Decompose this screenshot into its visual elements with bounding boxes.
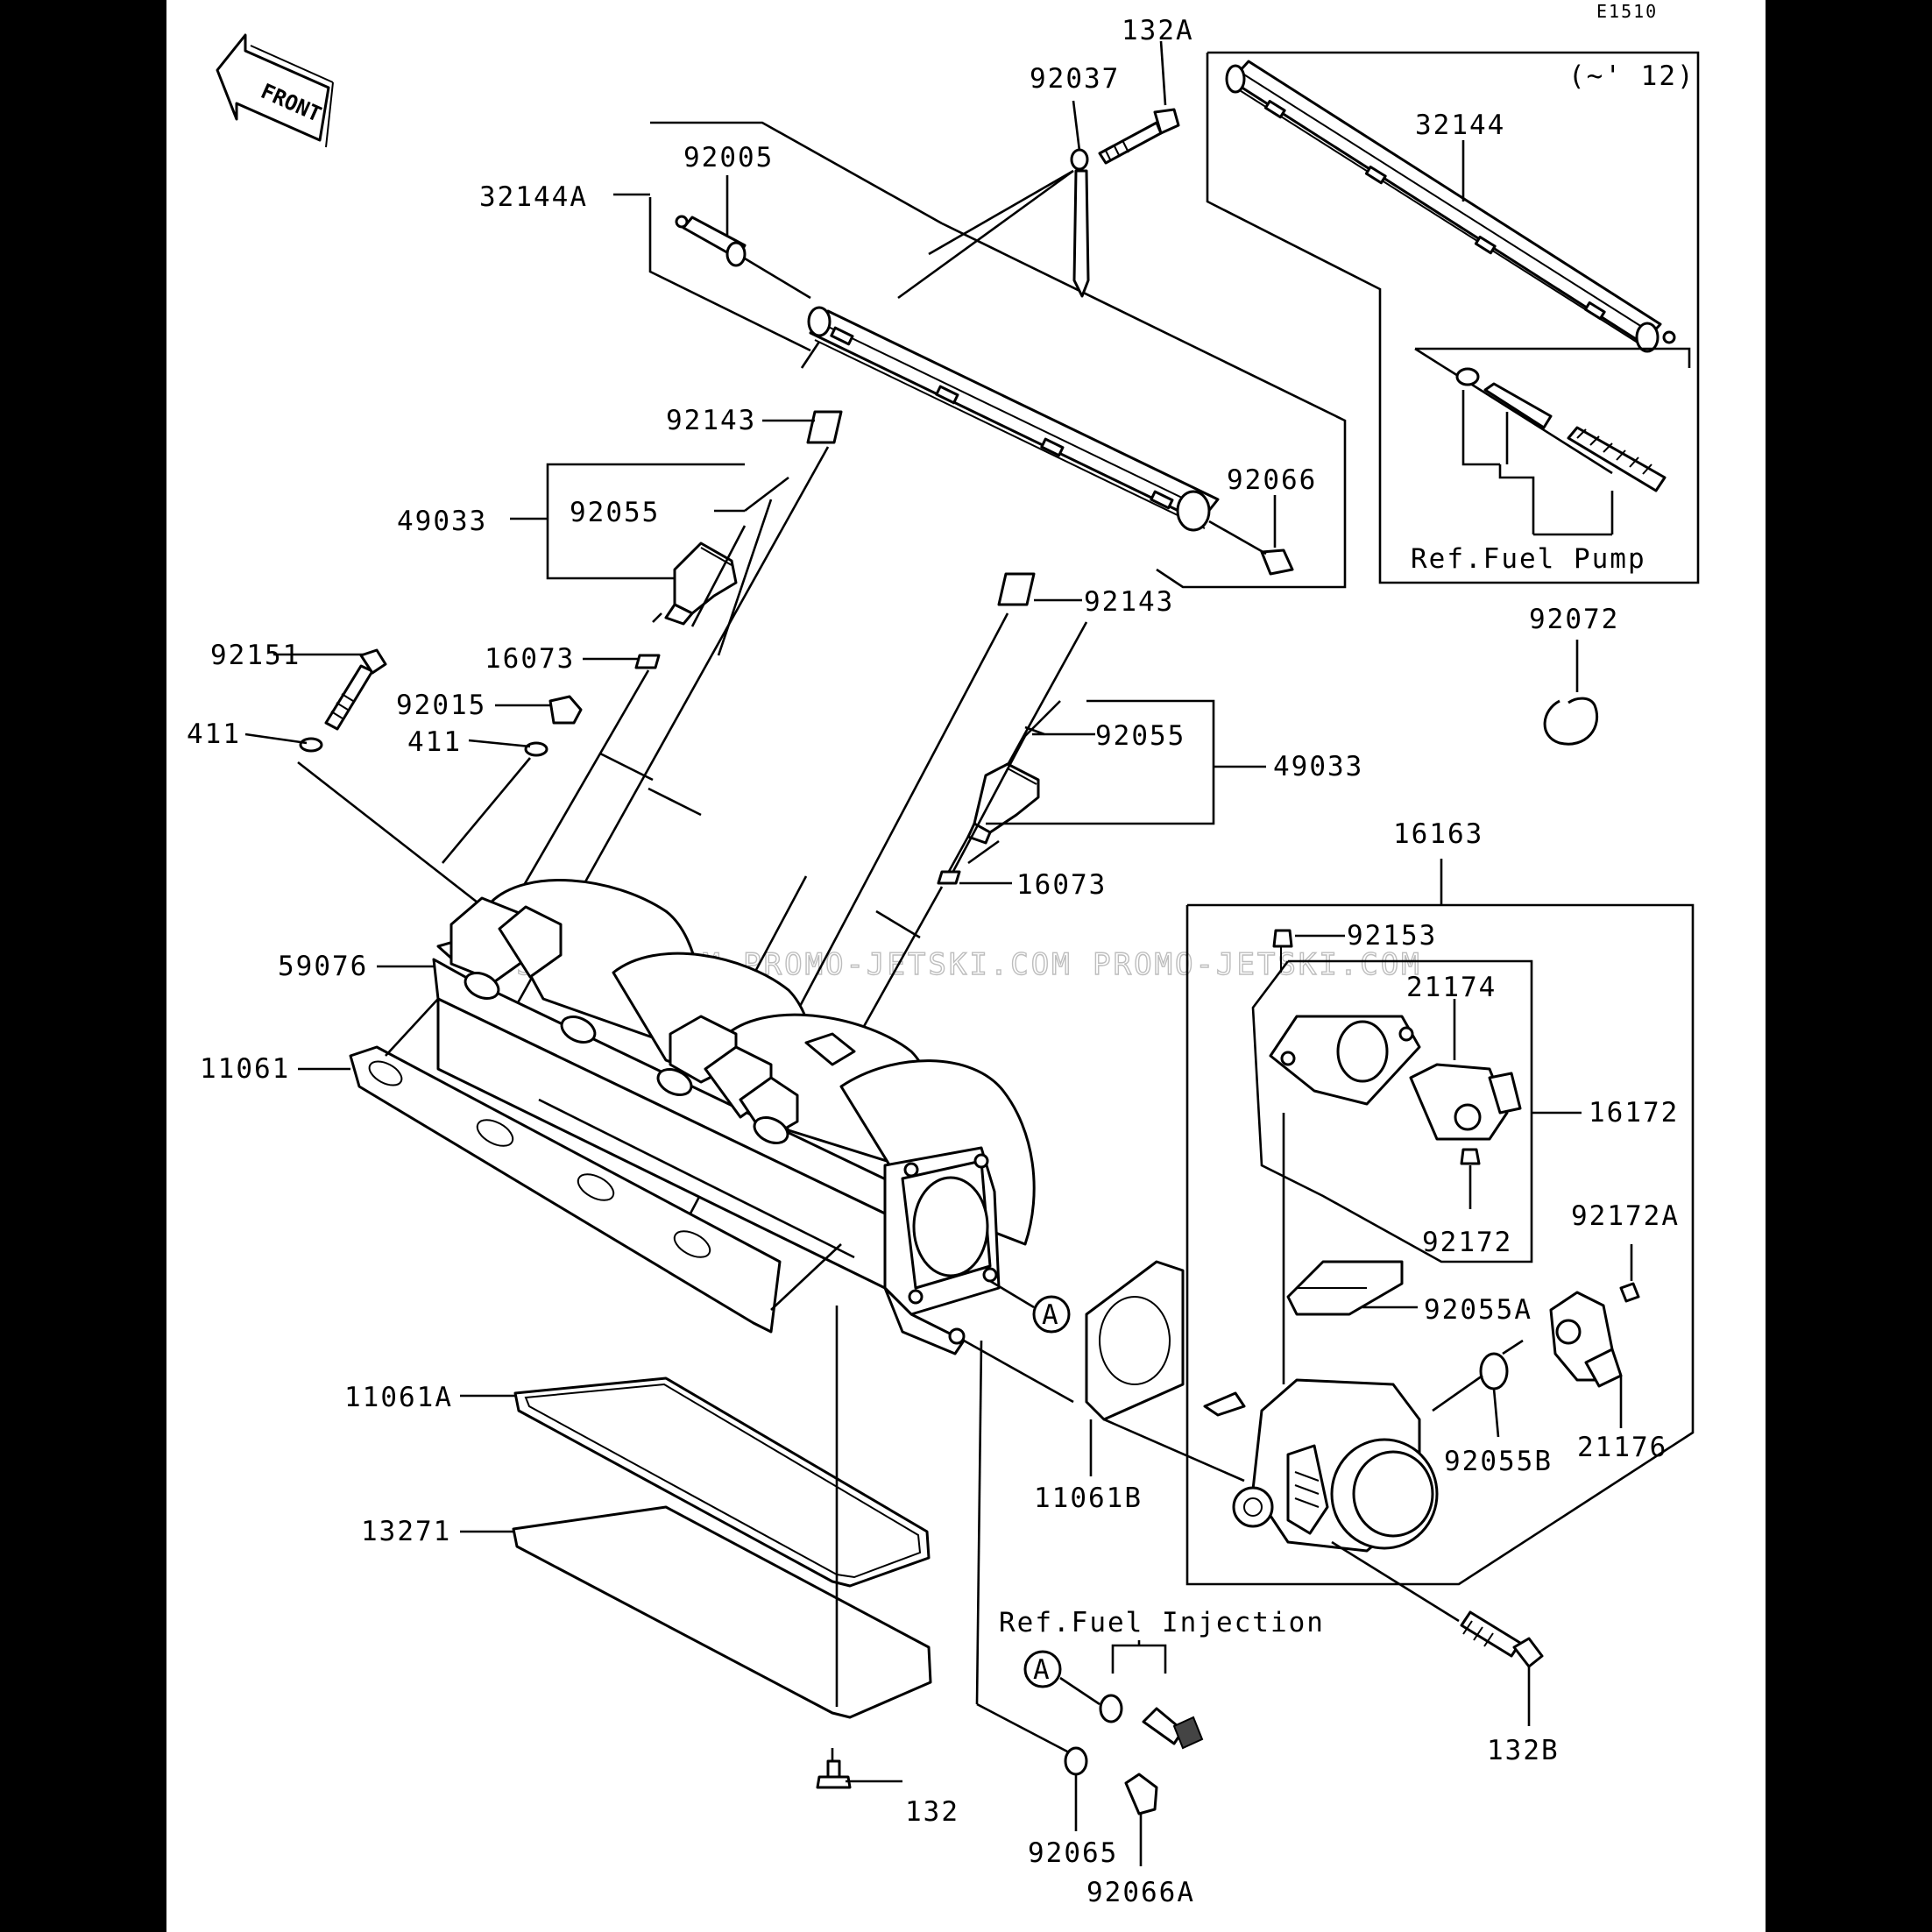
part-label: 32144A [479, 181, 588, 213]
plate-13271 [512, 1505, 932, 1719]
part-label: 92015 [396, 690, 486, 721]
part-label: 92172A [1571, 1200, 1680, 1232]
part-label: 92066 [1227, 464, 1317, 496]
part-label: 32144 [1415, 110, 1505, 141]
ref-fuel-pump: Ref.Fuel Pump [1411, 543, 1646, 575]
throttle-body [1203, 1378, 1439, 1553]
tps-21176 [1549, 1291, 1623, 1388]
part-label: 13271 [361, 1516, 451, 1547]
callout-a-upper [1032, 1295, 1071, 1334]
part-label: 92143 [666, 405, 756, 436]
injector-49033-right [966, 762, 1040, 845]
callout-a-lower [1023, 1650, 1062, 1688]
temp-sensor-ref-injection [1142, 1707, 1204, 1750]
ref-fuel-injection: Ref.Fuel Injection [999, 1607, 1325, 1638]
part-label: 16073 [485, 643, 575, 675]
part-label: 92055 [570, 497, 660, 528]
part-label: 92066A [1086, 1877, 1195, 1908]
part-labels: 132A 92037 32144 92005 32144A 92143 9206… [187, 15, 1680, 1908]
part-label: 92153 [1347, 920, 1437, 952]
seal-16073-left [634, 654, 661, 669]
isc-valve-21174 [1409, 1063, 1522, 1141]
spring-ref-pump [1567, 426, 1667, 492]
clamp-ref-pump [1455, 367, 1480, 386]
part-label: 11061 [200, 1053, 290, 1085]
part-label: 21174 [1406, 972, 1497, 1003]
oring-92143-lower [997, 572, 1036, 606]
callout-a-lower-label: A [1033, 1654, 1051, 1686]
part-label: 16163 [1393, 818, 1483, 850]
part-label: 11061A [344, 1382, 453, 1413]
intake-manifold-59076 [432, 879, 1036, 1355]
gasket-11061B [1085, 1260, 1185, 1421]
gasket-92055A [1286, 1260, 1404, 1316]
part-label: 92055B [1444, 1446, 1553, 1477]
part-label: 16073 [1016, 869, 1107, 901]
hose-ref-pump [1483, 382, 1553, 429]
part-label: 132A [1122, 15, 1194, 46]
front-arrow-icon: FRONT [216, 33, 334, 148]
part-label: 59076 [278, 951, 368, 982]
part-label: 49033 [397, 506, 487, 537]
screw-92172 [1460, 1148, 1481, 1165]
inset-box-32144 [1206, 51, 1700, 584]
bolt-132A [1098, 108, 1180, 165]
diagram-code: E1510 [1596, 1, 1658, 22]
part-label: 92151 [210, 640, 301, 671]
seal-16073-right [937, 870, 961, 885]
throttle-cover [1269, 1015, 1421, 1106]
year-note: (~' 12) [1568, 60, 1695, 92]
washer-ref-injection [1099, 1694, 1123, 1723]
part-label: 92055A [1424, 1294, 1532, 1326]
bolt-132B [1460, 1610, 1544, 1668]
cap-92066 [1260, 548, 1294, 576]
bolt-132 [816, 1759, 852, 1789]
washer-411-right [524, 741, 548, 757]
part-label: 49033 [1273, 751, 1363, 782]
oring-92055B [1479, 1352, 1509, 1391]
fuel-rail-32144 [1225, 60, 1676, 353]
part-label: 92005 [683, 142, 774, 173]
part-label: 92065 [1028, 1837, 1118, 1869]
screw-92172A [1619, 1282, 1640, 1303]
part-label: 11061B [1034, 1483, 1143, 1514]
plug-92066A [1124, 1773, 1158, 1815]
inner-box-16172 [1251, 959, 1533, 1263]
fuel-rail-32144A [807, 306, 1220, 532]
callout-a-upper-label: A [1042, 1299, 1060, 1331]
part-label: 16172 [1589, 1097, 1679, 1129]
oring-92143-upper [806, 410, 843, 444]
nut-92015 [548, 695, 583, 725]
part-label: 132B [1487, 1735, 1560, 1766]
part-label: 411 [187, 718, 241, 750]
part-label: 92143 [1084, 586, 1174, 618]
gasket-11061A [513, 1376, 931, 1588]
clamp-92072 [1543, 697, 1599, 746]
part-label: 92172 [1422, 1227, 1512, 1258]
part-label: 92037 [1030, 63, 1120, 95]
part-label: 21176 [1577, 1432, 1667, 1463]
part-label: 92055 [1095, 720, 1185, 752]
part-label: 132 [905, 1796, 959, 1828]
gasket-11061 [349, 1045, 782, 1334]
bolt-92151 [324, 648, 387, 731]
fitting-92005 [675, 215, 747, 267]
part-label: 92072 [1529, 604, 1619, 635]
part-label: 411 [407, 726, 462, 758]
screw-92153 [1272, 929, 1293, 973]
throttle-body-box-16163 [1185, 903, 1695, 1586]
washer-411-left [299, 737, 323, 753]
